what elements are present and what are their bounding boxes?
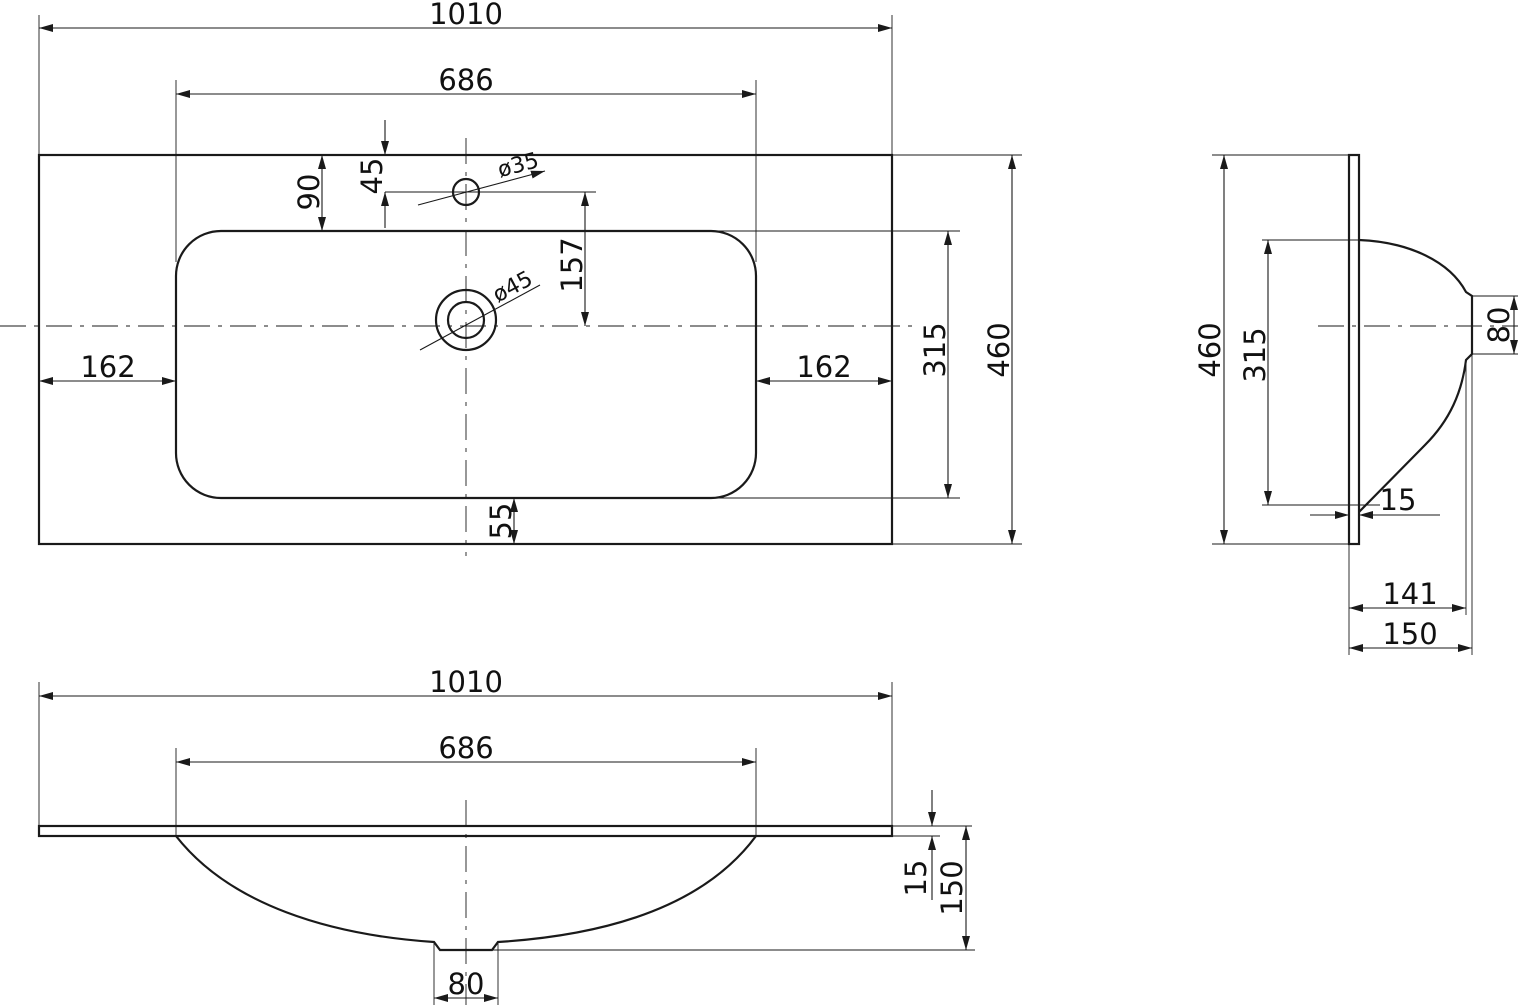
countertop-outline — [37, 153, 894, 546]
front-dim-drain-width: 80 — [448, 967, 485, 1001]
front-slab — [37, 824, 894, 838]
side-dim-bowl-height: 141 — [1382, 577, 1437, 611]
dim-bowl-width: 686 — [438, 63, 493, 97]
bowl-outline — [174, 229, 758, 500]
dim-tap-hole-diameter: ø35 — [495, 148, 542, 183]
side-slab — [1347, 153, 1361, 546]
side-view: 460 315 80 15 141 150 — [1193, 153, 1518, 655]
dim-overall-depth: 460 — [982, 322, 1016, 377]
dim-bowl-depth: 315 — [918, 322, 952, 377]
side-dim-bowl-depth: 315 — [1238, 327, 1272, 382]
dim-front-margin: 55 — [484, 503, 518, 540]
dim-hole-offset: 45 — [355, 158, 389, 195]
side-dim-overall-depth: 460 — [1193, 322, 1227, 377]
front-view: 1010 686 15 150 80 — [37, 665, 975, 1005]
side-bowl-profile — [1358, 238, 1474, 513]
front-dim-overall-width: 1010 — [429, 665, 503, 699]
leader-drain — [419, 284, 541, 351]
dim-overall-width: 1010 — [429, 0, 503, 31]
front-dim-bowl-width: 686 — [438, 731, 493, 765]
side-dim-slab-thickness: 15 — [1380, 483, 1417, 517]
front-dim-overall-height: 150 — [935, 860, 969, 915]
front-dim-slab-thickness: 15 — [899, 860, 933, 897]
dim-edge-to-bowl: 90 — [292, 174, 326, 211]
top-view: 1010 686 45 90 ø35 157 ø45 162 162 — [0, 0, 1022, 556]
dim-tap-to-drain: 157 — [555, 237, 589, 292]
leader-tap-hole — [417, 170, 546, 206]
side-dim-overall-height: 150 — [1382, 617, 1437, 651]
dim-side-margin-left: 162 — [80, 350, 135, 384]
dim-drain-diameter: ø45 — [489, 266, 537, 308]
side-dim-drain-width: 80 — [1482, 307, 1516, 344]
dim-side-margin-right: 162 — [796, 350, 851, 384]
